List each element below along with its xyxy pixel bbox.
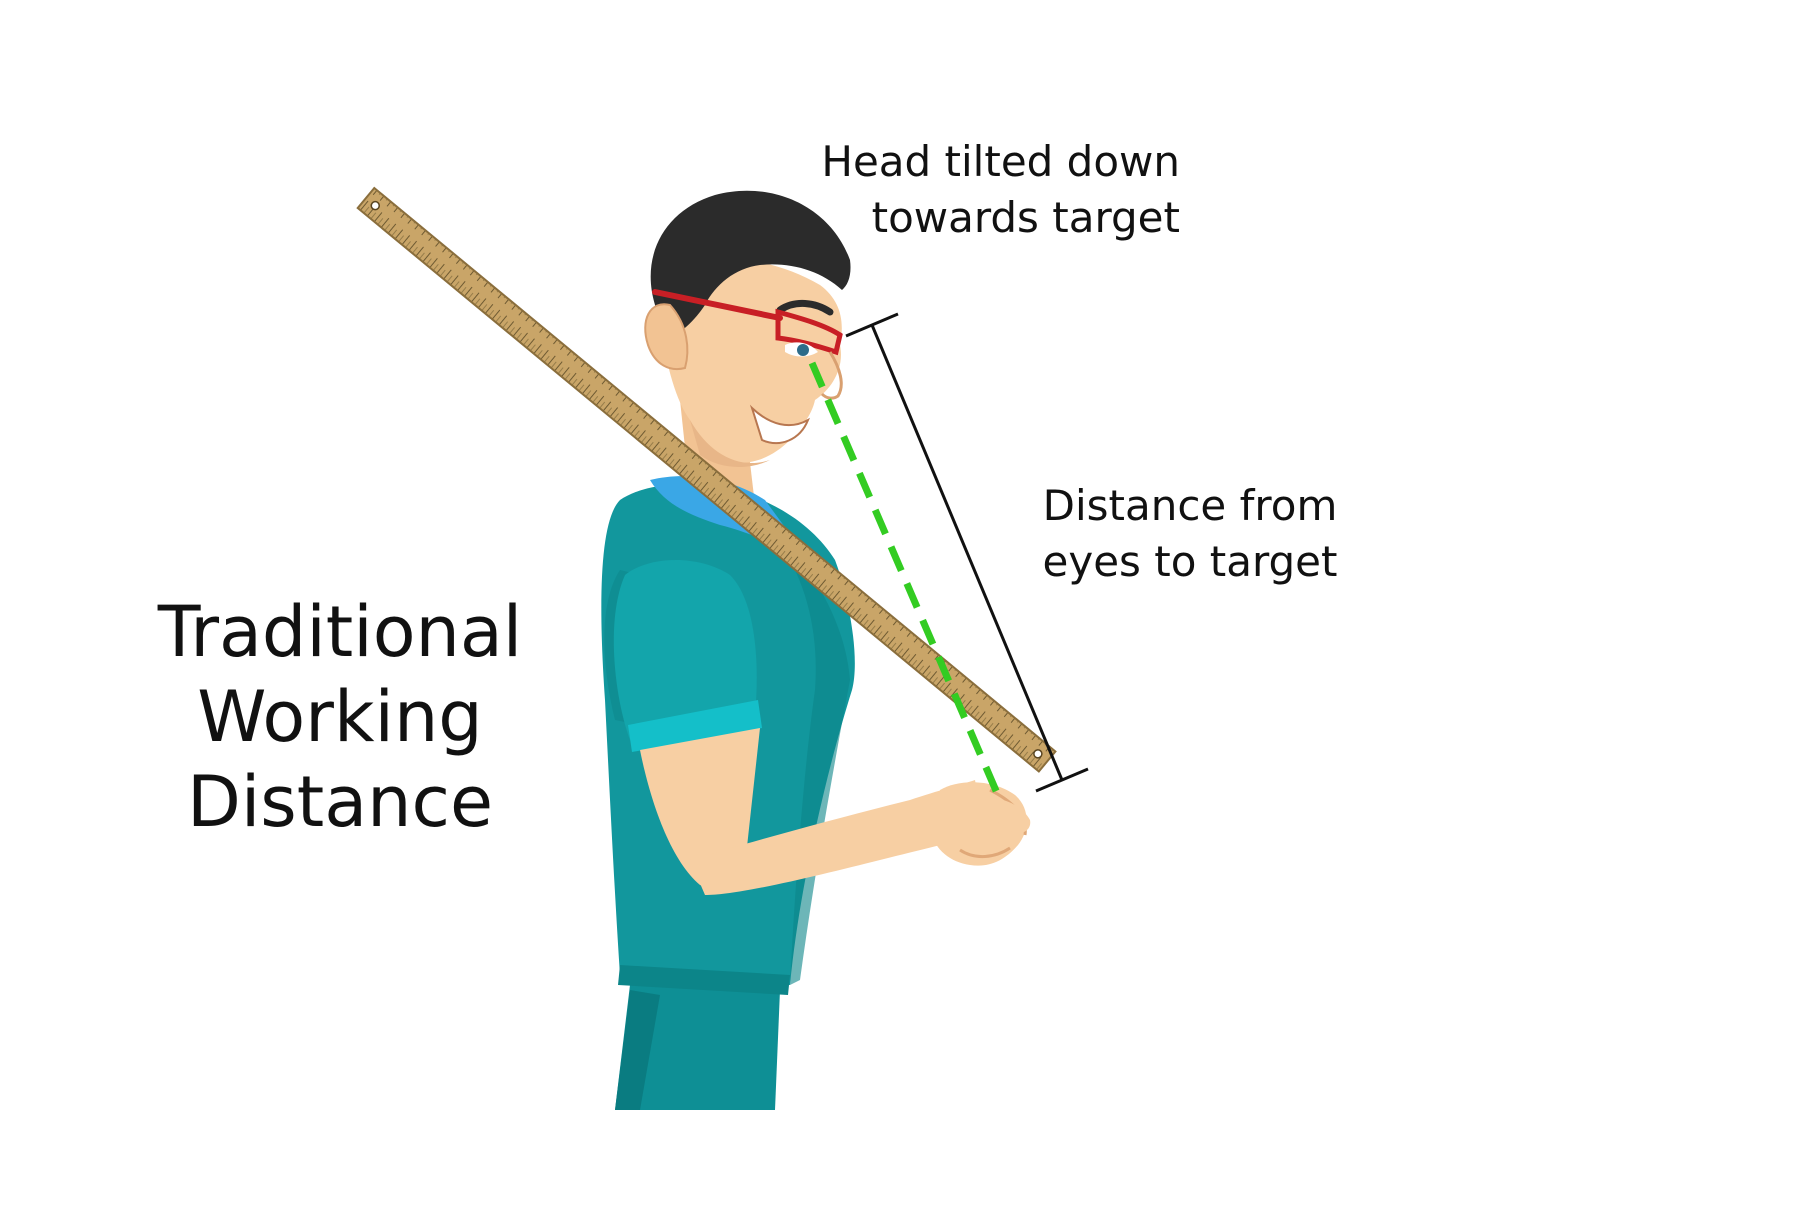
upper-arm [604, 560, 762, 889]
title-label: Traditional Working Distance [140, 590, 540, 845]
head-tilt-line-1: Head tilted down [821, 137, 1180, 186]
title-line-3: Distance [186, 761, 494, 843]
distance-label: Distance from eyes to target [1010, 478, 1370, 590]
head [644, 190, 851, 467]
title-line-2: Working [197, 676, 483, 758]
head-tilt-label: Head tilted down towards target [760, 134, 1180, 246]
ruler [356, 186, 1057, 773]
distance-line-1: Distance from [1042, 481, 1338, 530]
dimension-line [845, 312, 1089, 793]
distance-line-2: eyes to target [1042, 537, 1338, 586]
head-tilt-line-2: towards target [871, 193, 1180, 242]
fingers [985, 798, 1031, 834]
pants [615, 985, 780, 1110]
title-line-1: Traditional [157, 591, 523, 673]
